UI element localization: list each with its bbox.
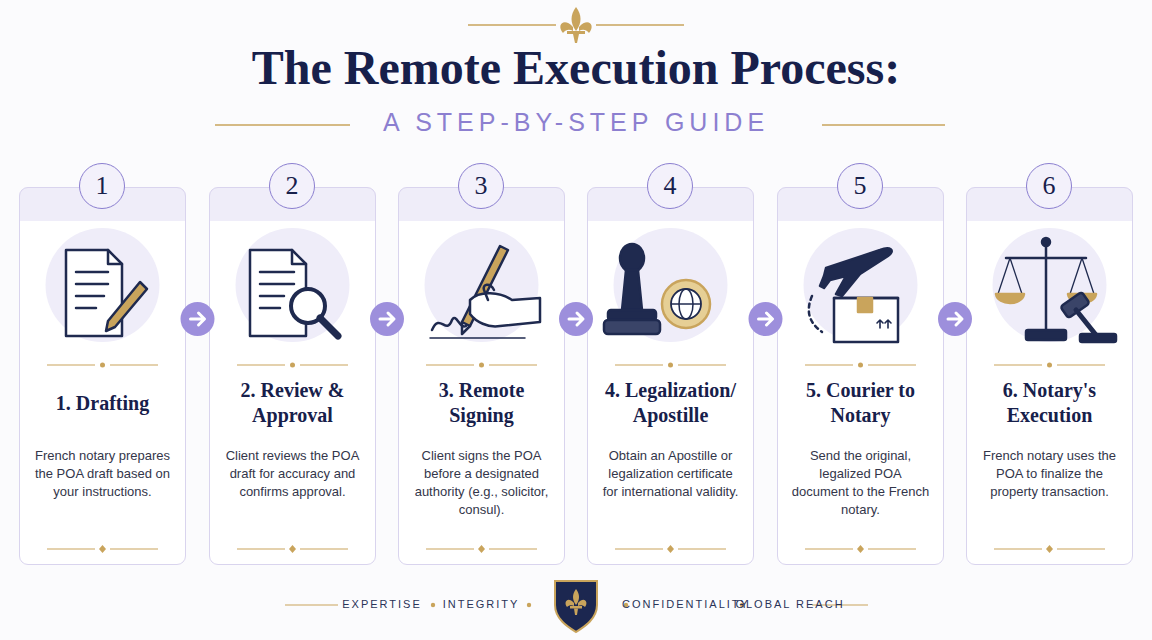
step-heading-area: 3. Remote Signing <box>407 372 556 434</box>
step-card: 4. Legalization/ ApostilleObtain an Apos… <box>587 187 754 565</box>
footer-value: GLOBAL REACH <box>735 598 844 610</box>
justice-icon <box>996 238 1116 342</box>
footer-value: EXPERTISE <box>342 598 422 610</box>
step-heading-area: 1. Drafting <box>28 372 177 434</box>
step-number: 6 <box>1043 171 1056 201</box>
step-arrow <box>749 302 783 336</box>
step-heading: 3. Remote Signing <box>407 378 556 428</box>
step-heading: 2. Review & Approval <box>218 378 367 428</box>
step-heading-area: 5. Courier to Notary <box>786 372 935 434</box>
step-card: 6. Notary's ExecutionFrench notary uses … <box>966 187 1133 565</box>
step-number: 5 <box>854 171 867 201</box>
step-number-circle: 2 <box>269 163 315 209</box>
courier-icon <box>809 248 898 342</box>
step-description: Obtain an Apostille or legalization cert… <box>600 447 741 501</box>
step-heading: 4. Legalization/ Apostille <box>596 378 745 428</box>
step-number-circle: 1 <box>79 163 125 209</box>
step-description: French notary prepares the POA draft bas… <box>32 447 173 501</box>
step-number-circle: 4 <box>647 163 693 209</box>
step-heading-area: 4. Legalization/ Apostille <box>596 372 745 434</box>
step-heading: 1. Drafting <box>56 391 149 416</box>
footer-value: INTEGRITY <box>443 598 520 610</box>
step-card: 3. Remote SigningClient signs the POA be… <box>398 187 565 565</box>
step-number-circle: 6 <box>1026 163 1072 209</box>
step-number: 2 <box>286 171 299 201</box>
step-description: Client signs the POA before a designated… <box>411 447 552 519</box>
step-card: 2. Review & ApprovalClient reviews the P… <box>209 187 376 565</box>
step-description: Send the original, legalized POA documen… <box>790 447 931 519</box>
step-number-circle: 3 <box>458 163 504 209</box>
step-number: 4 <box>664 171 677 201</box>
shield-emblem <box>555 581 597 632</box>
subtitle: A STEP-BY-STEP GUIDE <box>0 108 1152 137</box>
step-heading: 5. Courier to Notary <box>786 378 935 428</box>
step-heading-area: 2. Review & Approval <box>218 372 367 434</box>
footer-value: CONFIDENTIALITY <box>622 598 750 610</box>
main-title: The Remote Execution Process: <box>0 40 1152 95</box>
signing-hand-icon <box>430 246 540 338</box>
step-arrow <box>938 302 972 336</box>
stamp-seal-icon <box>604 244 710 334</box>
step-number: 1 <box>96 171 109 201</box>
step-heading-area: 6. Notary's Execution <box>975 372 1124 434</box>
step-arrow <box>181 302 215 336</box>
step-number: 3 <box>475 171 488 201</box>
review-icon <box>250 250 338 336</box>
step-heading: 6. Notary's Execution <box>975 378 1124 428</box>
step-number-circle: 5 <box>837 163 883 209</box>
step-description: French notary uses the POA to finalize t… <box>979 447 1120 501</box>
step-card: 5. Courier to NotarySend the original, l… <box>777 187 944 565</box>
step-arrow <box>559 302 593 336</box>
step-description: Client reviews the POA draft for accurac… <box>222 447 363 501</box>
document-pen-icon <box>66 250 147 336</box>
step-card: 1. DraftingFrench notary prepares the PO… <box>19 187 186 565</box>
step-arrow <box>370 302 404 336</box>
